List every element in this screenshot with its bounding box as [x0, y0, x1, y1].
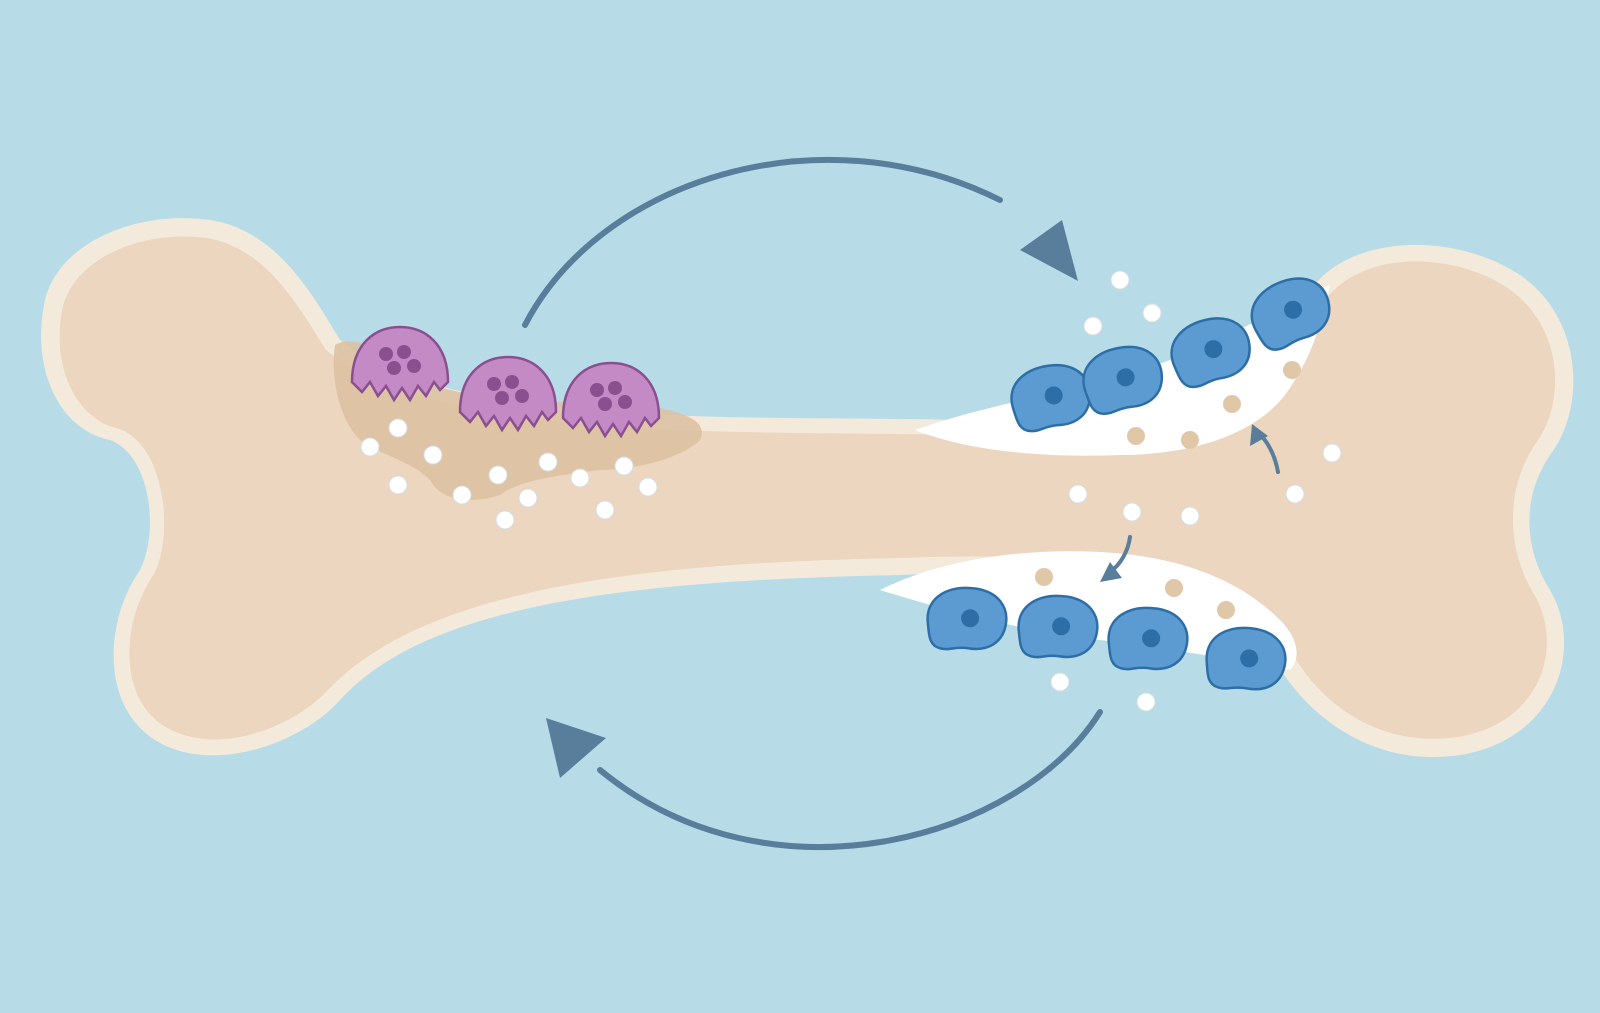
osteoblast-cell-icon — [1082, 345, 1163, 415]
osteoblast-cell-icon — [1170, 317, 1251, 389]
mineral-particle-icon — [1180, 506, 1200, 526]
cycle-arrow-top — [522, 156, 1003, 328]
osteoblast-nucleus — [1284, 300, 1303, 319]
osteoclast-nucleus — [618, 395, 632, 409]
mineral-particle-icon — [614, 456, 634, 476]
osteoblast-nucleus — [1142, 629, 1161, 648]
mineral-particle-icon — [1050, 672, 1070, 692]
mineral-particle-icon — [570, 468, 590, 488]
mineral-particle-icon — [1285, 484, 1305, 504]
osteoclast-nucleus — [387, 361, 401, 375]
osteoblast-nucleus — [961, 609, 980, 628]
mineral-particle-icon — [1322, 443, 1342, 463]
small-arrow-down-head — [1100, 562, 1122, 582]
osteoblast-cell-icon — [1250, 277, 1331, 351]
osteoblast-cell-icon — [1017, 594, 1099, 659]
mineral-particle-icon — [595, 500, 615, 520]
mineral-particle-icon — [1217, 601, 1235, 619]
osteoblast-nucleus — [1240, 649, 1259, 668]
cycle-arrow-bottom-head — [546, 718, 606, 778]
osteoclast-body — [458, 355, 558, 433]
osteoblast-nucleus — [1052, 617, 1071, 636]
mineral-particle-icon — [1083, 316, 1103, 336]
mineral-particle-icon — [1110, 270, 1130, 290]
osteoclast-cell-icon — [350, 325, 450, 403]
osteoclast-group — [350, 325, 661, 439]
osteoclast-nucleus — [598, 397, 612, 411]
mineral-particle-icon — [518, 488, 538, 508]
mineral-particle-icon — [638, 477, 658, 497]
osteoclast-nucleus — [397, 345, 411, 359]
mineral-particle-icon — [452, 485, 472, 505]
cycle-arrow-top-head — [1020, 220, 1078, 281]
osteoblast-cell-icon — [1107, 606, 1189, 671]
bone — [41, 218, 1574, 758]
osteoclast-nucleus — [608, 381, 622, 395]
osteoblast-cell-icon — [926, 586, 1008, 651]
osteoblast-nucleus — [1116, 368, 1135, 387]
mineral-particle-icon — [423, 445, 443, 465]
osteoclast-nucleus — [407, 359, 421, 373]
mineral-particle-icon — [488, 465, 508, 485]
osteoclast-cell-icon — [561, 361, 661, 439]
osteoclast-body — [561, 361, 661, 439]
mineral-particle-icon — [1223, 395, 1241, 413]
osteoclast-nucleus — [590, 383, 604, 397]
cycle-arrow-bottom — [597, 709, 1103, 850]
mineral-particle-icon — [538, 452, 558, 472]
small-arrow-up-head — [1250, 424, 1268, 446]
mineral-particle-icon — [388, 475, 408, 495]
osteoblast-group — [926, 277, 1331, 691]
osteoclast-nucleus — [515, 389, 529, 403]
mineral-particles — [360, 270, 1342, 712]
osteoclast-nucleus — [495, 391, 509, 405]
mineral-particle-icon — [1165, 579, 1183, 597]
osteoclast-nucleus — [505, 375, 519, 389]
osteoclast-nucleus — [379, 347, 393, 361]
mineral-particle-icon — [1122, 502, 1142, 522]
osteoclast-cell-icon — [458, 355, 558, 433]
mineral-particle-icon — [495, 510, 515, 530]
mineral-particle-icon — [388, 418, 408, 438]
mineral-particle-icon — [1127, 427, 1145, 445]
osteoblast-nucleus — [1204, 340, 1223, 359]
osteoblast-cell-icon — [1010, 363, 1092, 433]
osteoblast-cell-icon — [1205, 626, 1287, 691]
mineral-particle-icon — [360, 437, 380, 457]
mineral-particle-icon — [1181, 431, 1199, 449]
mineral-particle-icon — [1283, 361, 1301, 379]
mineral-particle-icon — [1142, 303, 1162, 323]
mineral-particle-icon — [1035, 568, 1053, 586]
mineral-particle-icon — [1136, 692, 1156, 712]
osteoblast-nucleus — [1044, 386, 1063, 405]
osteoclast-body — [350, 325, 450, 403]
mineral-particle-icon — [1068, 484, 1088, 504]
osteoclast-nucleus — [487, 377, 501, 391]
bone-body — [59, 236, 1556, 740]
